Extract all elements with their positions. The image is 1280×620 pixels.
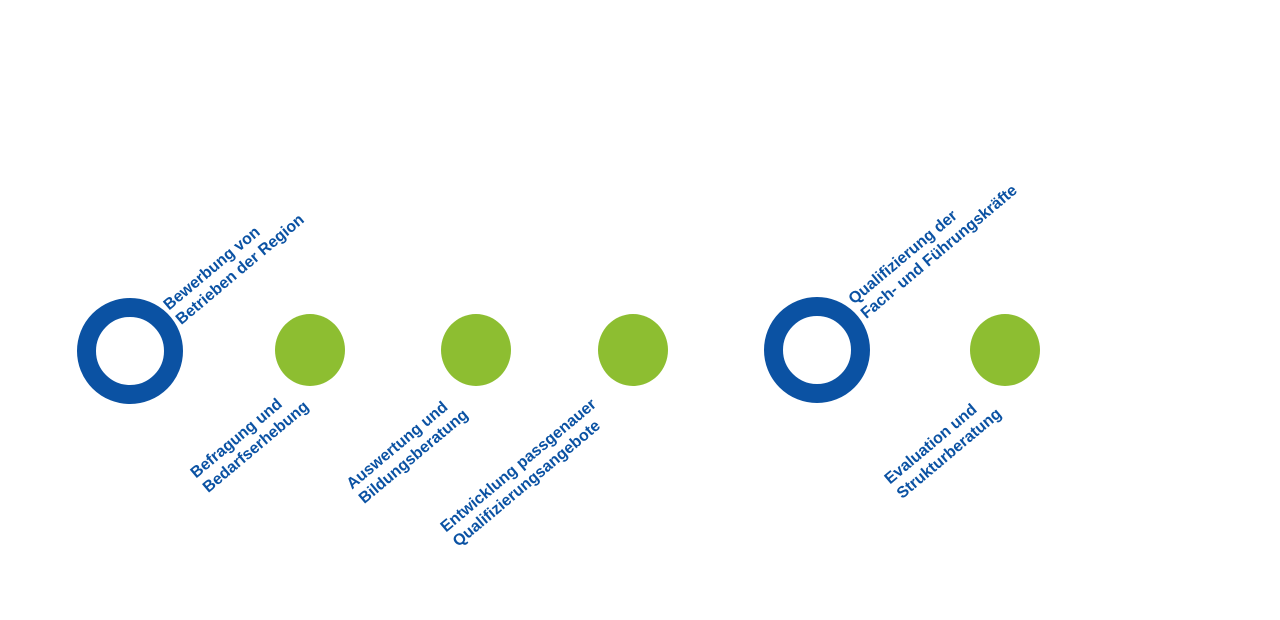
- step-label-befragung: Befragung und Bedarfserhebung: [187, 383, 313, 497]
- dot-marker-evaluation: [970, 314, 1040, 386]
- step-label-line: Fach- und Führungskräfte: [857, 181, 1021, 323]
- ring-marker-bewerbung: [77, 298, 183, 404]
- step-label-line: Betrieben der Region: [172, 211, 308, 329]
- ring-marker-qualifizierung: [764, 297, 870, 403]
- dot-marker-entwicklung: [598, 314, 668, 386]
- step-label-evaluation: Evaluation und Strukturberatung: [881, 390, 1006, 503]
- step-label-line: Bewerbung von: [160, 223, 264, 314]
- step-label-auswertung: Auswertung und Bildungsberatung: [343, 391, 472, 508]
- step-label-line: Qualifizierung der: [845, 207, 961, 308]
- step-label-bewerbung: Bewerbung von Betrieben der Region: [160, 196, 308, 329]
- step-label-line: Qualifizierungsangebote: [449, 417, 604, 551]
- dot-marker-befragung: [275, 314, 345, 386]
- step-label-qualifizierung: Qualifizierung der Fach- und Führungskrä…: [845, 167, 1021, 324]
- dot-marker-auswertung: [441, 314, 511, 386]
